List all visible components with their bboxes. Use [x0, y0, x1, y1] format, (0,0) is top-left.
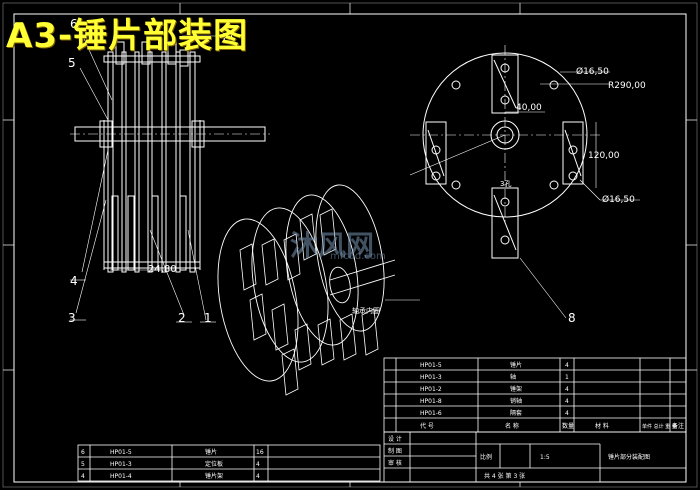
title-drawing-name: 锤片部分装配图 [608, 453, 650, 461]
title-sheet: 共 4 张 第 3 张 [484, 472, 525, 480]
bom-right-qty-4: 4 [565, 398, 569, 405]
bom-right-qty-1: 4 [565, 362, 569, 369]
iso-note: 轴承内圈 [352, 306, 380, 315]
bom-right-code-5: HP01-6 [420, 410, 442, 417]
bom-right-qty-3: 4 [565, 386, 569, 393]
dim-hole-diameter-bottom: Ø16,50 [602, 194, 635, 205]
part-number-2: 2 [178, 311, 186, 325]
bom-right-name-4: 销轴 [510, 397, 522, 405]
part-number-6: 6 [70, 17, 78, 31]
bom-left-name-3: 锤片架 [205, 472, 223, 480]
bom-right-qty-2: 1 [565, 374, 569, 381]
bom-left-code-1: HP01-5 [110, 449, 132, 456]
watermark-logo: 沐风网 [290, 229, 375, 262]
part-number-4: 4 [70, 274, 78, 288]
side-view [409, 45, 640, 319]
bom-left-name-2: 定位板 [205, 460, 223, 468]
title-block [383, 431, 687, 483]
bom-left-code-2: HP01-3 [110, 461, 132, 468]
front-view [70, 29, 270, 323]
bom-right-header-qty: 数量 [562, 422, 574, 430]
title-label-draw: 制 图 [388, 447, 402, 455]
bom-right-name-5: 隔套 [510, 409, 522, 417]
bom-right-header-code: 代 号 [420, 422, 434, 430]
bom-left-no-3: 4 [81, 473, 85, 480]
dim-top: 40 [220, 32, 233, 43]
small-label: 3孔 [500, 180, 511, 188]
dim-bottom: 24,80 [148, 264, 177, 275]
bom-right-header-weight: 单件 总计 重 量 [642, 423, 677, 430]
bom-right-code-4: HP01-8 [420, 398, 442, 405]
bom-right-header-material: 材 料 [595, 422, 609, 430]
dim-120: 120,00 [588, 151, 620, 161]
isometric-view [217, 184, 420, 396]
bom-left-qty-1: 16 [256, 449, 264, 456]
bom-left-name-1: 锤片 [205, 448, 217, 456]
dim-hole-diameter-top: Ø16,50 [576, 66, 609, 77]
title-label-check: 审 核 [388, 459, 402, 467]
title-stage: 比例 [480, 453, 492, 461]
part-number-5: 5 [68, 56, 76, 70]
bom-left-qty-2: 4 [256, 461, 260, 468]
dim-40: 40,00 [516, 103, 542, 113]
bom-left-qty-3: 4 [256, 473, 260, 480]
bom-right-code-3: HP01-2 [420, 386, 442, 393]
drawing-title: A3-锤片部装图 [6, 16, 249, 56]
dim-radius: R290,00 [608, 81, 646, 91]
bom-right-header-remark: 备注 [672, 422, 684, 430]
bom-left-no-2: 5 [81, 461, 85, 468]
bom-left-code-3: HP01-4 [110, 473, 132, 480]
bom-right-header-name: 名 称 [505, 422, 519, 430]
bom-right-name-1: 锤片 [510, 361, 522, 369]
bom-right-code-2: HP01-3 [420, 374, 442, 381]
bom-right-qty-5: 4 [565, 410, 569, 417]
title-scale: 1:5 [540, 454, 550, 461]
part-number-3: 3 [68, 311, 76, 325]
watermark-url: mfcad.com [330, 251, 386, 262]
bom-right-name-3: 锤架 [510, 385, 522, 393]
bom-table-left [77, 444, 381, 482]
part-number-8: 8 [568, 311, 576, 325]
part-number-1: 1 [204, 311, 212, 325]
title-label-design: 设 计 [388, 435, 402, 443]
bom-left-no-1: 6 [81, 449, 85, 456]
bom-right-code-1: HP01-5 [420, 362, 442, 369]
bom-table-right [383, 357, 687, 433]
bom-right-name-2: 轴 [510, 373, 516, 381]
